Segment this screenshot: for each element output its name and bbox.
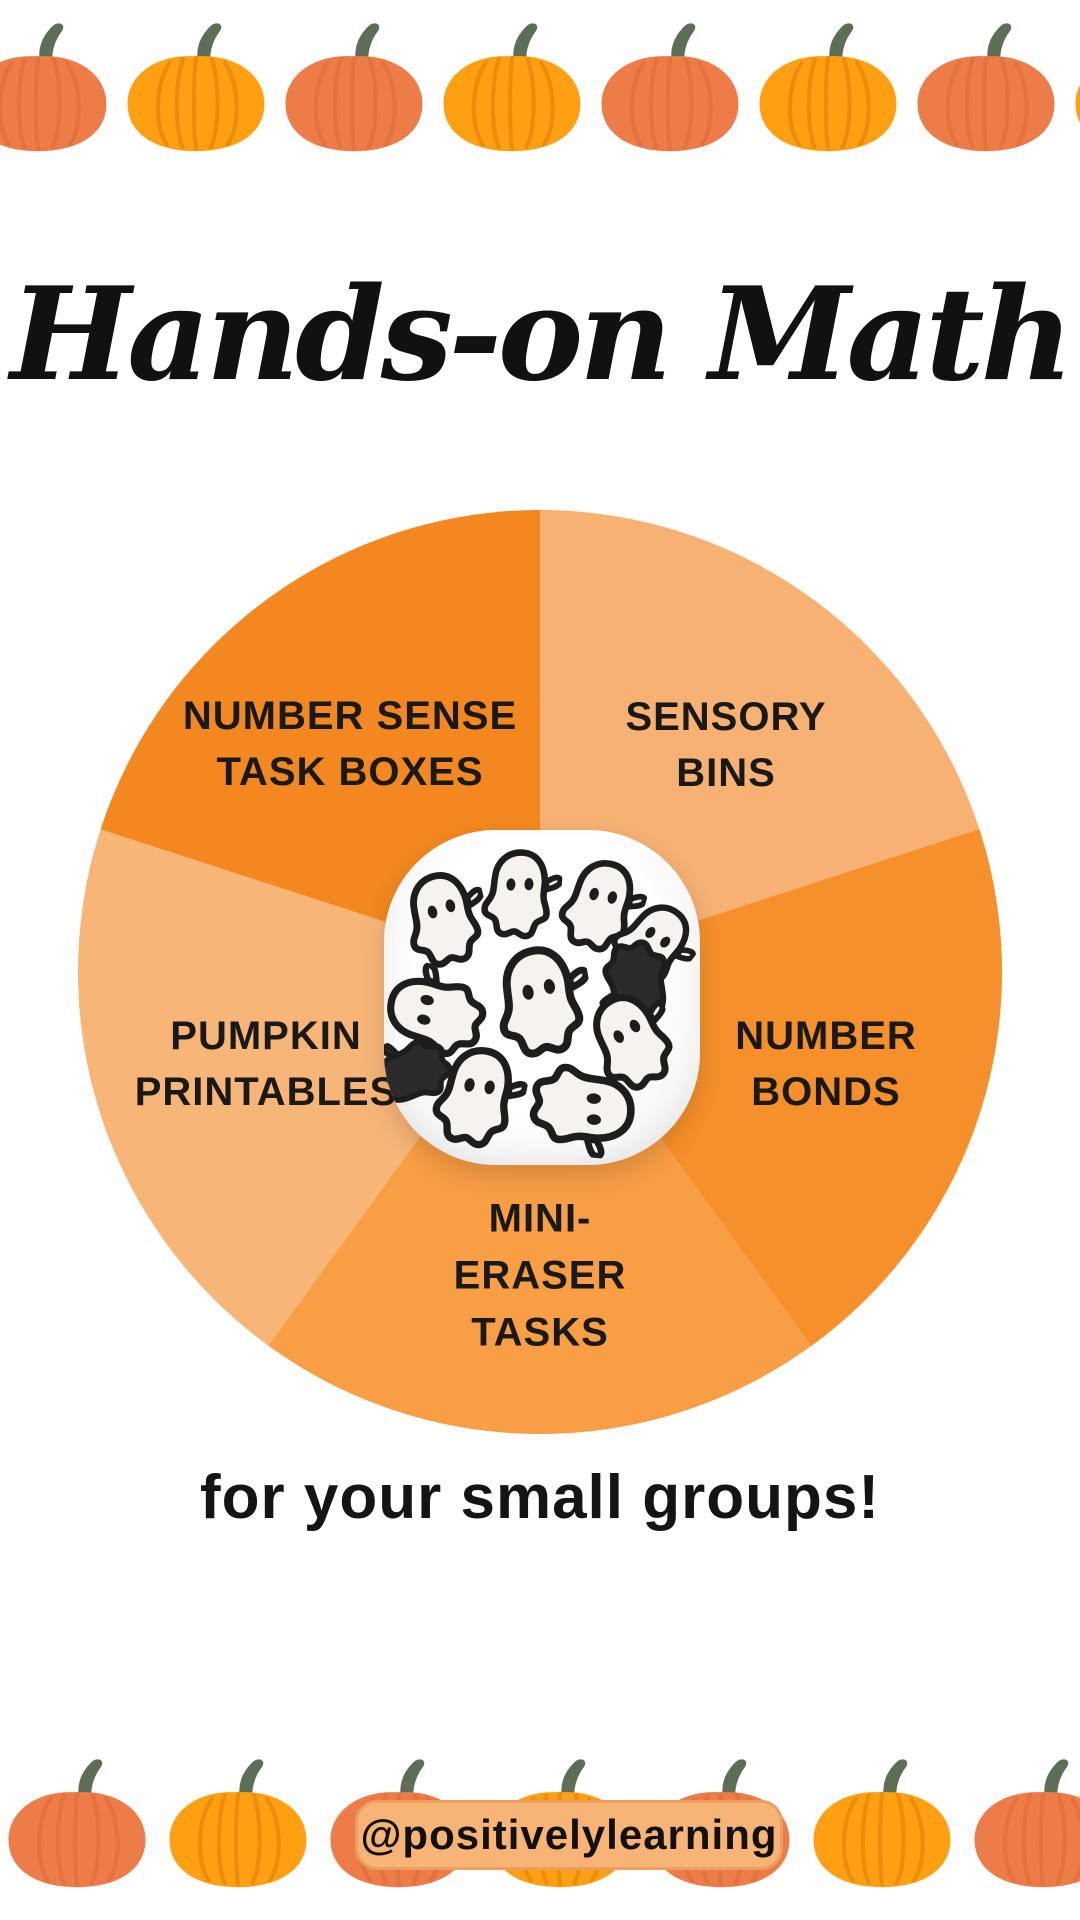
pumpkin-icon [0, 22, 117, 154]
pumpkin-icon [1065, 22, 1080, 154]
pumpkin-icon [803, 1758, 961, 1890]
wheel-label-line: PRINTABLES [134, 1070, 398, 1114]
pumpkin-icon [117, 22, 275, 154]
social-handle-text: @positivelylearning [360, 1811, 778, 1858]
wheel-label-line: SENSORY [625, 695, 827, 739]
social-handle-badge: @positivelylearning [355, 1800, 783, 1870]
eraser-dish-photo [384, 830, 700, 1165]
wheel-label-line: BONDS [751, 1070, 901, 1114]
wheel-label-pumpkin-printables: PUMPKIN PRINTABLES [135, 1008, 398, 1120]
page-title: Hands-on Math [10, 260, 1073, 410]
pumpkin-icon [964, 1758, 1080, 1890]
wheel-label-line: ERASER [453, 1253, 627, 1298]
wheel-label-sensory-bins: SENSORY BINS [625, 689, 826, 801]
pumpkin-icon [275, 22, 433, 154]
ghost-eraser-icon [521, 1057, 643, 1162]
pumpkin-icon [591, 22, 749, 154]
wheel-label-number-sense-task-boxes: NUMBER SENSE TASK BOXES [183, 688, 517, 800]
wheel-label-line: TASK BOXES [216, 750, 484, 794]
wheel-label-line: NUMBER SENSE [182, 694, 518, 738]
wheel-label-line: NUMBER [735, 1014, 917, 1058]
wheel-label-line: TASKS [471, 1310, 609, 1355]
pumpkin-icon [433, 22, 591, 154]
subtitle: for your small groups! [200, 1463, 880, 1532]
pumpkin-icon [0, 1758, 156, 1890]
pumpkin-icon [907, 22, 1065, 154]
pumpkin-icon [749, 22, 907, 154]
wheel-label-line: PUMPKIN [170, 1014, 362, 1058]
topic-wheel: NUMBER SENSE TASK BOXES SENSORY BINS PUM… [78, 510, 1002, 1434]
wheel-label-mini-eraser-tasks: MINI- ERASER TASKS [454, 1191, 627, 1362]
pumpkin-icon [159, 1758, 317, 1890]
wheel-label-line: MINI- [488, 1196, 592, 1241]
wheel-label-number-bonds: NUMBER BONDS [735, 1008, 917, 1120]
wheel-label-line: BINS [676, 751, 776, 795]
